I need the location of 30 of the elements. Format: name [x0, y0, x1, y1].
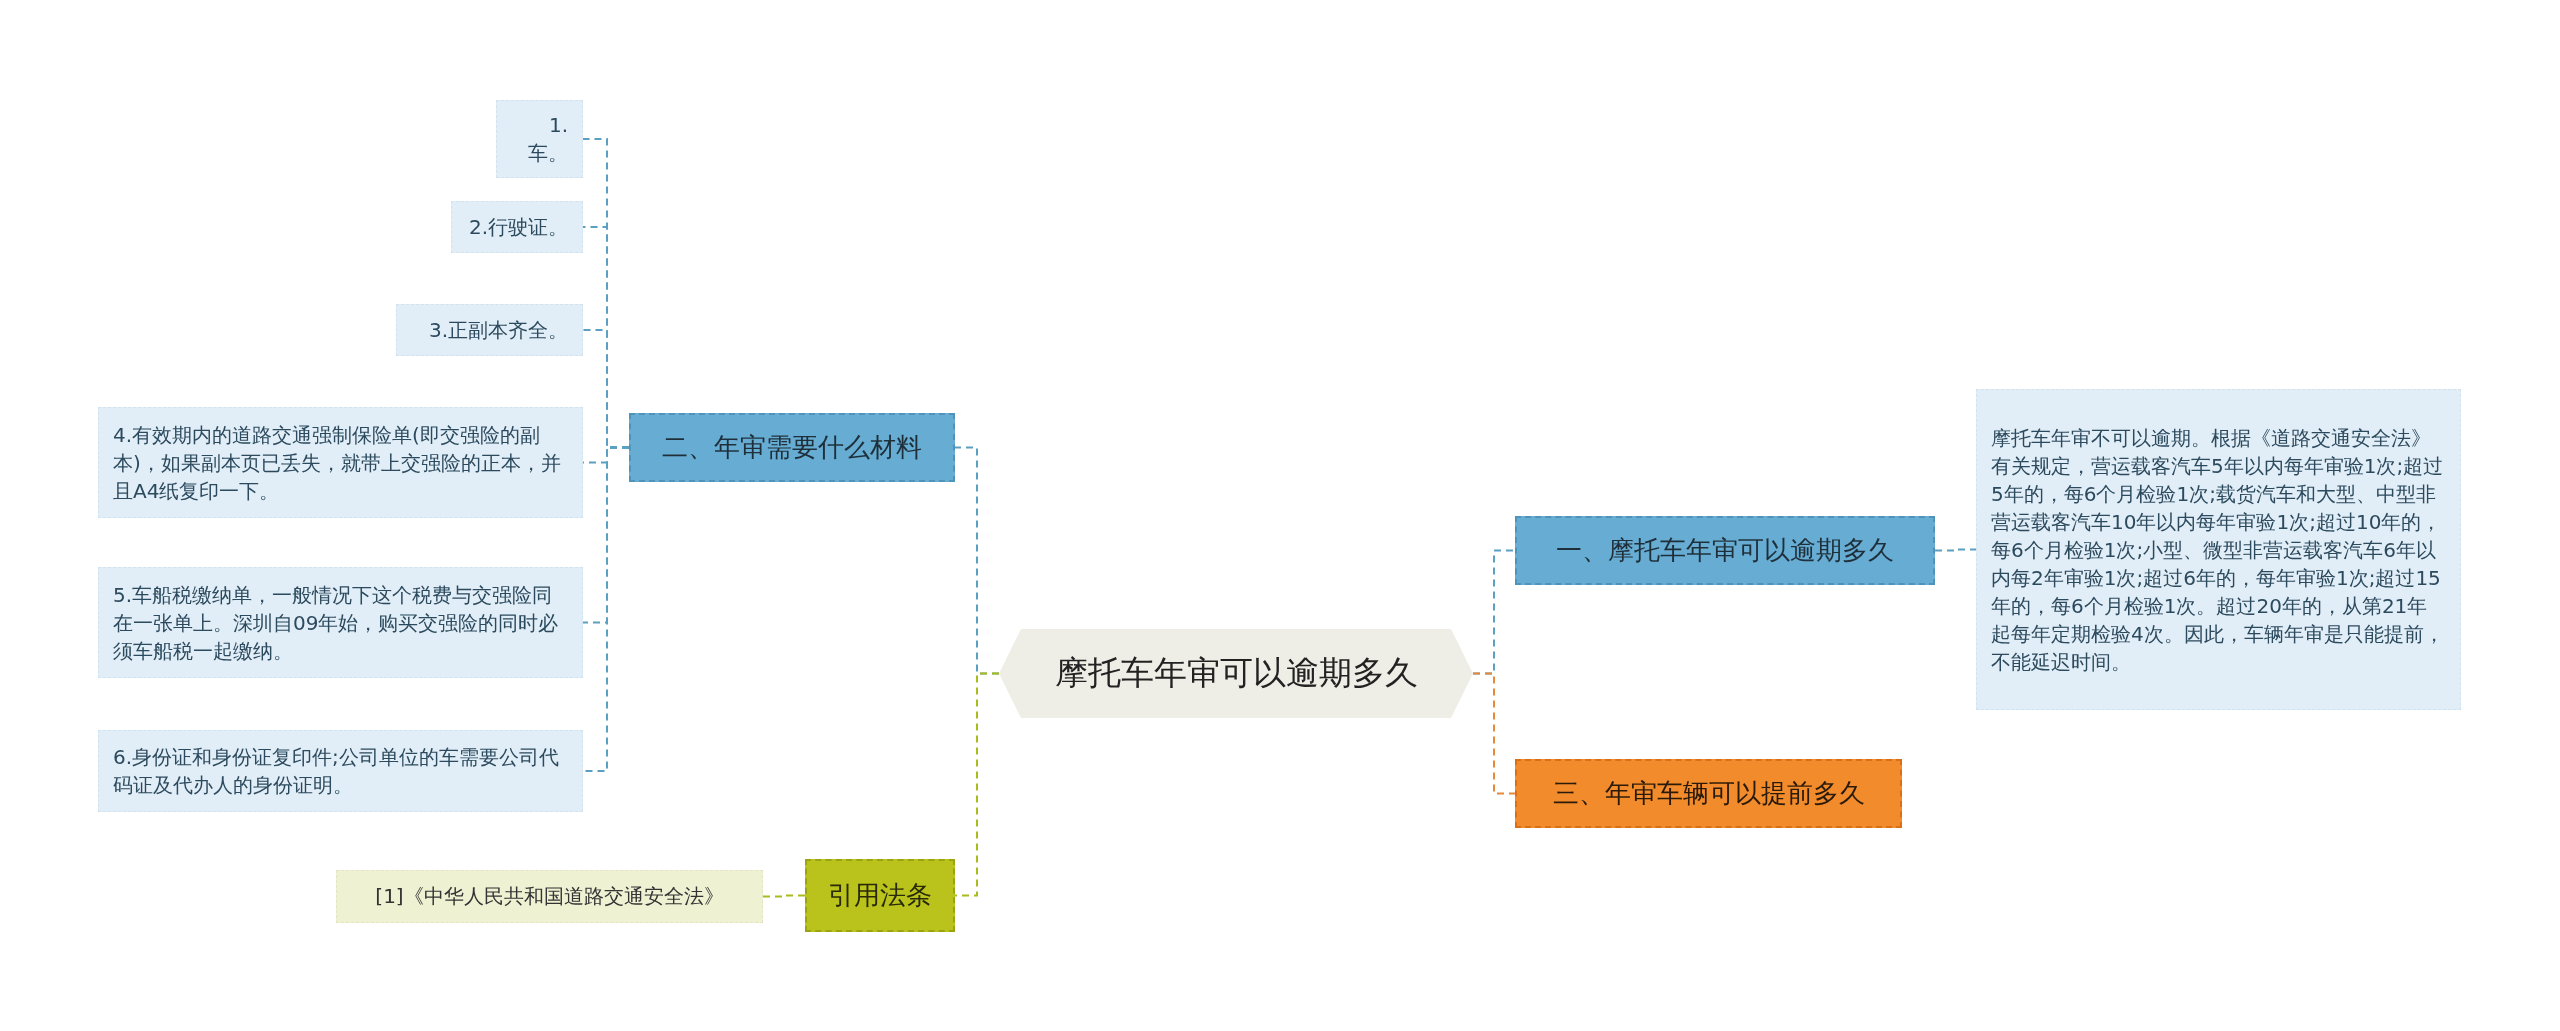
- topic-box: [805, 859, 955, 932]
- note-box: [98, 730, 583, 812]
- citation-box: [336, 870, 763, 923]
- note-box: [98, 567, 583, 678]
- note-box: [496, 100, 583, 178]
- connector-line: [1934, 548, 1977, 552]
- topic-label: 三、年审车辆可以提前多久: [1552, 777, 1865, 810]
- central-topic: [999, 629, 1473, 718]
- connector-line: [762, 894, 806, 898]
- note-text: 6.身份证和身份证复印件;公司单位的车需要公司代码证及代办人的身份证明。: [113, 744, 560, 799]
- note-box: [451, 201, 583, 253]
- note-box: [98, 407, 583, 518]
- note-text: 摩托车年审不可以逾期。根据《道路交通安全法》有关规定，营运载客汽车5年以内每年审验1次;超过5年的，每6个月检验1次;载货汽车和大型、中型非营运载客汽车10年以内每年审验1次;超过10年的，每6个月检验1次;小型、微型非营运载客汽车6年以内每2年审验1次;超过6年的，每年审验1次;超过15年的，每6个月检验1次。超过20年的，从第21年起每年定期检验4次。因此，车辆年审是只能提前，不能延迟时间。: [1991, 424, 2445, 676]
- topic-label: 二、年审需要什么材料: [662, 431, 922, 464]
- connector-line: [954, 672, 1000, 897]
- note-box: [396, 304, 583, 356]
- topic-title: 摩托车年审可以逾期多久: [1054, 652, 1418, 694]
- topic-box: [1515, 759, 1902, 828]
- connector-line: [1472, 672, 1516, 795]
- topic-box: [629, 413, 955, 482]
- note-text: 2.行驶证。: [468, 214, 568, 241]
- note-text: 5.车船税缴纳单，一般情况下这个税费与交强险同在一张单上。深圳自09年始，购买交强险的同时必须车船税一起缴纳。: [113, 581, 560, 665]
- note-text: 4.有效期内的道路交通强制保险单(即交强险的副本)，如果副本页已丢失，就带上交强险的正本，并且A4纸复印一下。: [113, 421, 562, 505]
- topic-label: 一、摩托车年审可以逾期多久: [1556, 534, 1894, 567]
- note-text: [1]《中华人民共和国道路交通安全法》: [375, 883, 724, 910]
- topic-label: 引用法条: [828, 879, 932, 912]
- topic-box: [1515, 516, 1935, 585]
- note-box: [1976, 389, 2461, 710]
- note-text: 1.车。: [527, 112, 568, 167]
- note-text: 3.正副本齐全。: [428, 317, 568, 344]
